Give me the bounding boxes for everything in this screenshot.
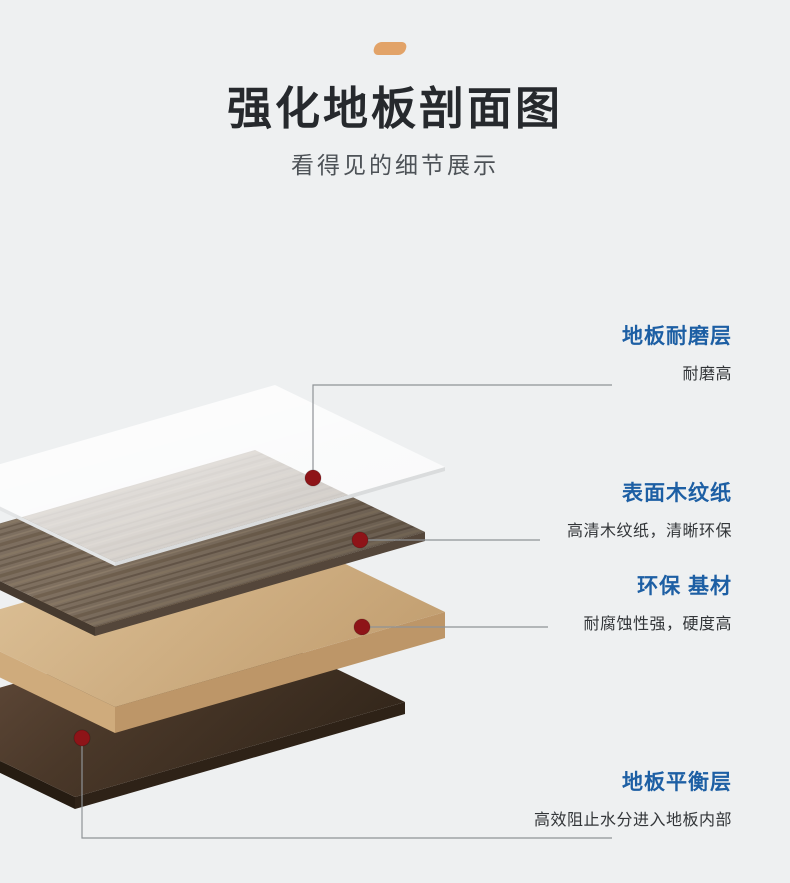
core-board-right-edge <box>115 612 445 733</box>
annotation-heading: 环保 基材 <box>637 575 732 598</box>
balance-layer-right-edge <box>75 702 405 809</box>
accent-bar <box>372 42 408 55</box>
core-board-layer <box>0 530 445 733</box>
page-subtitle: 看得见的细节展示 <box>291 152 499 178</box>
wood-grain-front-edge <box>0 581 95 636</box>
wood-grain-face <box>0 450 425 627</box>
balance-layer <box>0 620 405 809</box>
connector-line-balance-layer <box>81 738 612 839</box>
balance-layer-front-edge <box>0 760 75 809</box>
annotation-wear-layer: 地板耐磨层 耐磨高 <box>622 320 732 384</box>
wood-grain-right-edge <box>95 532 425 636</box>
annotation-desc: 耐腐蚀性强，硬度高 <box>583 616 732 633</box>
wood-grain-shading <box>0 450 425 627</box>
page-title: 强化地板剖面图 <box>226 83 563 134</box>
annotation-balance-layer: 地板平衡层 高效阻止水分进入地板内部 <box>534 766 732 830</box>
annotation-desc: 高清木纹纸，清晰环保 <box>566 523 732 540</box>
balance-layer-face <box>0 620 405 797</box>
core-board-front-edge <box>0 651 115 733</box>
annotation-heading: 表面木纹纸 <box>622 482 732 505</box>
annotation-heading: 地板平衡层 <box>622 771 732 794</box>
annotation-heading: 地板耐磨层 <box>622 325 732 348</box>
annotation-wood-grain-paper: 表面木纹纸 高清木纹纸，清晰环保 <box>567 477 732 541</box>
wear-layer-face <box>0 385 445 562</box>
wear-layer-front-edge <box>0 506 115 566</box>
marker-dot-wear-layer <box>304 469 322 487</box>
core-board-face <box>0 530 445 707</box>
connector-line-wear-layer <box>312 384 612 478</box>
annotation-desc: 耐磨高 <box>682 366 732 383</box>
annotation-desc: 高效阻止水分进入地板内部 <box>533 812 732 829</box>
wood-grain-layer <box>0 450 425 636</box>
marker-dot-balance-layer <box>73 729 91 747</box>
wear-layer <box>0 385 445 566</box>
marker-dot-wood-grain-paper <box>351 531 369 549</box>
annotation-core-board: 环保 基材 耐腐蚀性强，硬度高 <box>583 570 732 634</box>
wear-layer-right-edge <box>115 467 445 566</box>
marker-dot-core-board <box>353 618 371 636</box>
